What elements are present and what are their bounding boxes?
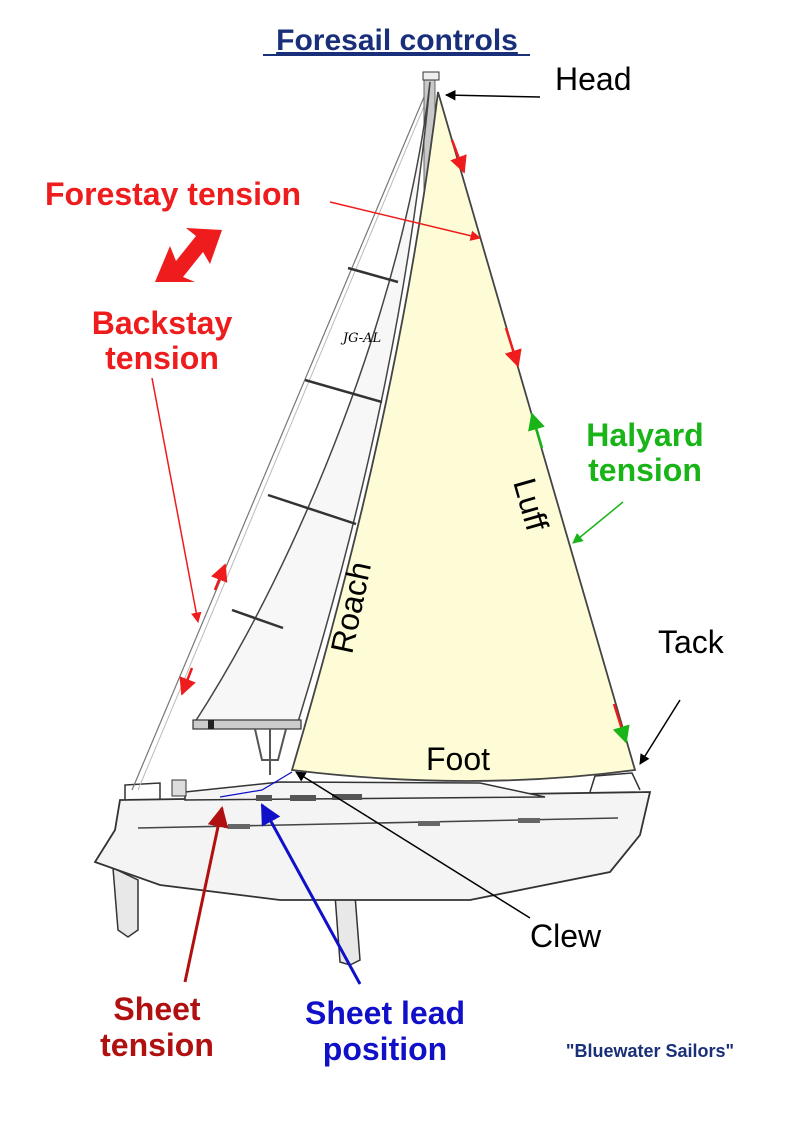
sheet-tension-label-line2: tension <box>100 1027 214 1063</box>
window-3 <box>332 794 362 800</box>
forestay-arrow-top <box>450 139 467 174</box>
halyard-tension-label-line2: tension <box>588 452 702 488</box>
hull <box>93 791 652 901</box>
sail-logo: JG-AL <box>340 331 381 346</box>
rudder <box>112 866 139 938</box>
forestay-tension-label: Forestay tension <box>45 176 301 212</box>
window-2 <box>290 795 316 801</box>
backstay-arrow-up <box>211 563 228 591</box>
batten-4 <box>231 608 284 630</box>
backstay-arrow-down <box>179 667 196 696</box>
sheet-tension-pointer <box>183 805 229 983</box>
coachroof <box>184 781 546 801</box>
sheet-lead-label-line1: Sheet lead <box>305 995 465 1031</box>
batten-1 <box>347 266 399 284</box>
backstay-shadow <box>137 79 436 791</box>
sheet-lead-pointer <box>260 803 362 985</box>
backstay <box>131 77 433 791</box>
winch <box>171 779 187 797</box>
hull-port-2 <box>418 821 440 826</box>
forestay-pointer <box>329 201 482 241</box>
sheet-tension-label-line1: Sheet <box>113 991 200 1027</box>
pulpit <box>589 772 641 793</box>
backstay-double-arrow <box>155 228 222 282</box>
foresail <box>290 91 637 782</box>
pushpit <box>124 782 161 800</box>
jib-sheet <box>219 771 293 798</box>
masthead <box>422 71 440 81</box>
tack-label: Tack <box>658 624 725 660</box>
batten-2 <box>304 378 383 404</box>
backstay-pointer <box>151 377 202 624</box>
hull-port-1 <box>228 824 250 829</box>
hull-port-3 <box>518 818 540 823</box>
clew-pointer <box>295 771 531 919</box>
head-label: Head <box>555 61 632 97</box>
halyard-tension-label-line1: Halyard <box>586 417 703 453</box>
halyard-arrow-up <box>528 412 545 449</box>
backstay-tension-label-line2: tension <box>105 340 219 376</box>
tack-pointer <box>639 699 681 765</box>
window-1 <box>256 795 272 801</box>
batten-3 <box>267 493 357 526</box>
keel <box>334 894 361 966</box>
diagram-title: Foresail controls <box>276 24 518 57</box>
halyard-arrow-bottom <box>612 703 630 744</box>
backstay-tension-label-line1: Backstay <box>92 305 233 341</box>
sheet-lead-label-line2: position <box>323 1031 447 1067</box>
head-pointer <box>444 89 541 101</box>
foot-label: Foot <box>426 741 490 777</box>
boom <box>192 719 302 730</box>
clew-label: Clew <box>530 918 602 954</box>
forestay-arrow-mid <box>504 327 522 368</box>
boom-end <box>208 720 214 729</box>
credit-text: "Bluewater Sailors" <box>566 1041 734 1061</box>
boom-vang <box>254 728 287 775</box>
halyard-pointer <box>572 501 624 544</box>
